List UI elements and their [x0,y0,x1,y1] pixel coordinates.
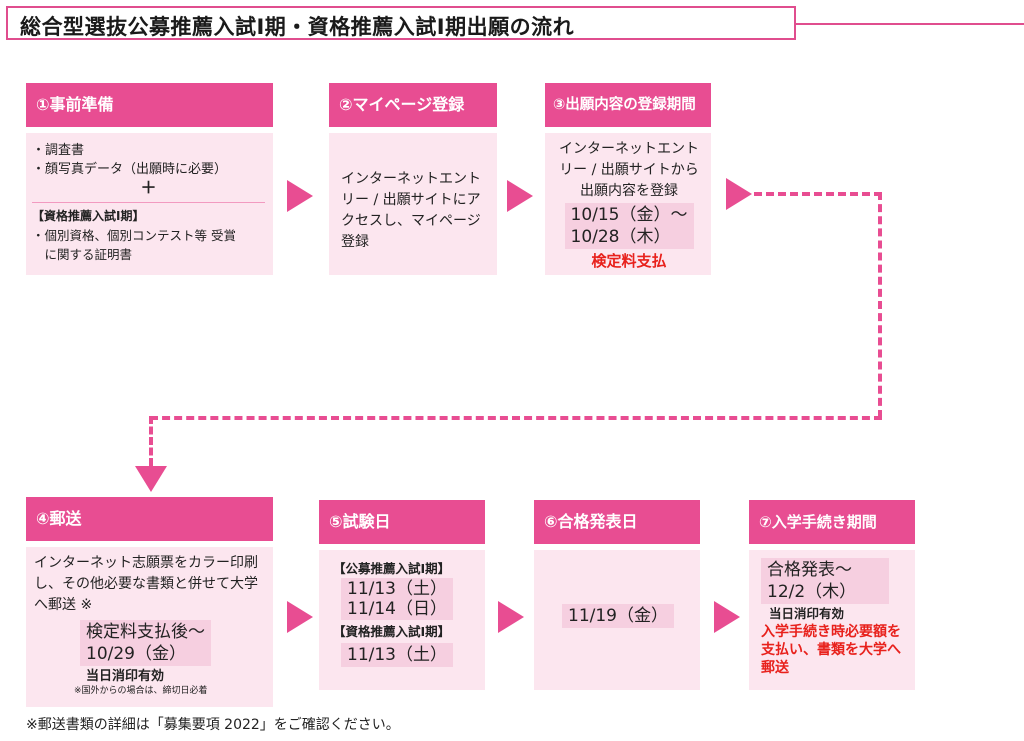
step-3-body: インターネットエントリー / 出願サイトから出願内容を登録 10/15（金）～ … [545,133,711,275]
enrollment-period: 合格発表～ 12/2（木） [761,558,889,604]
step-6-body: 11/19（金） [534,550,700,690]
step-3-registration: ③出願内容の登録期間 インターネットエントリー / 出願サイトから出願内容を登録… [545,83,711,275]
exam-dates-qualification: 11/13（土） [341,643,453,667]
step-2-mypage: ②マイページ登録 インターネットエントリー / 出願サイトにアクセスし、マイペー… [329,83,497,275]
exam-dates-general: 11/13（土） 11/14（日） [341,578,453,620]
exam-date: 11/13（土） [347,645,447,665]
connector-line [149,416,153,466]
step-5-body: 【公募推薦入試Ⅰ期】 11/13（土） 11/14（日） 【資格推薦入試Ⅰ期】 … [319,550,485,690]
step-1-item: ・調査書 [32,143,85,158]
right-arrow-icon [726,178,752,210]
date-end: 10/29（金） [86,644,186,664]
step-4-mailing: ④郵送 インターネット志願票をカラー印刷し、その他必要な書類と併せて大学へ郵送 … [26,497,273,707]
exam-date: 11/14（日） [347,599,447,619]
divider [32,202,265,203]
step-1-sub-heading: 【資格推薦入試Ⅰ期】 [32,209,145,223]
registration-period: 10/15（金）～ 10/28（木） [564,203,694,249]
date-start: 合格発表～ [767,560,852,580]
group-1-heading: 【公募推薦入試Ⅰ期】 [333,561,451,576]
step-3-header: ③出願内容の登録期間 [545,83,711,127]
step-1-item: ・顔写真データ（出願時に必要） [32,162,228,177]
connector-line [878,192,882,418]
step-2-body: インターネットエントリー / 出願サイトにアクセスし、マイページ登録 [329,133,497,275]
date-start: 10/15（金）～ [570,205,688,225]
overseas-note: ※国外からの場合は、締切日必着 [74,686,208,696]
date-end: 12/2（木） [767,582,857,602]
step-6-result: ⑥合格発表日 11/19（金） [534,500,700,690]
connector-line [150,416,882,420]
postmark-note: 当日消印有効 [769,606,845,621]
step-4-text: インターネット志願票をカラー印刷し、その他必要な書類と併せて大学へ郵送 ※ [34,555,258,613]
right-arrow-icon [287,180,313,212]
date-end: 10/28（木） [570,227,671,247]
right-arrow-icon [507,180,533,212]
down-arrow-icon [135,466,167,492]
right-arrow-icon [498,601,524,633]
step-1-body: ・調査書 ・顔写真データ（出願時に必要） ＋ 【資格推薦入試Ⅰ期】 ・個別資格、… [26,133,273,275]
postmark-note: 当日消印有効 [86,669,165,684]
step-2-header: ②マイページ登録 [329,83,497,127]
step-7-enrollment: ⑦入学手続き期間 合格発表～ 12/2（木） 当日消印有効 入学手続き時必要額を… [749,500,915,690]
right-arrow-icon [287,601,313,633]
step-5-exam-date: ⑤試験日 【公募推薦入試Ⅰ期】 11/13（土） 11/14（日） 【資格推薦入… [319,500,485,690]
title-rule [796,23,1024,25]
title-box: 総合型選抜公募推薦入試Ⅰ期・資格推薦入試Ⅰ期出願の流れ [6,6,796,40]
step-1-sub-item: に関する証明書 [32,247,133,262]
exam-date: 11/13（土） [347,579,447,599]
step-7-body: 合格発表～ 12/2（木） 当日消印有効 入学手続き時必要額を支払い、書類を大学… [749,550,915,690]
result-date: 11/19（金） [562,604,674,628]
step-1-header: ①事前準備 [26,83,273,127]
step-1-sub-item: ・個別資格、個別コンテスト等 受賞 [32,228,236,243]
enrollment-note: 入学手続き時必要額を支払い、書類を大学へ郵送 [761,624,901,676]
footer-note: ※郵送書類の詳細は「募集要項 2022」をご確認ください。 [26,717,400,733]
step-1-prep: ①事前準備 ・調査書 ・顔写真データ（出願時に必要） ＋ 【資格推薦入試Ⅰ期】 … [26,83,273,275]
step-4-body: インターネット志願票をカラー印刷し、その他必要な書類と併せて大学へ郵送 ※ 検定… [26,547,273,707]
right-arrow-icon [714,601,740,633]
group-2-heading: 【資格推薦入試Ⅰ期】 [333,624,451,639]
connector-line [754,192,882,196]
date-start: 検定料支払後～ [86,622,205,642]
step-2-text: インターネットエントリー / 出願サイトにアクセスし、マイページ登録 [341,171,481,250]
step-6-header: ⑥合格発表日 [534,500,700,544]
step-7-header: ⑦入学手続き期間 [749,500,915,544]
step-4-header: ④郵送 [26,497,273,541]
page-title: 総合型選抜公募推薦入試Ⅰ期・資格推薦入試Ⅰ期出願の流れ [20,15,575,39]
step-3-text: インターネットエントリー / 出願サイトから出願内容を登録 [559,141,699,199]
fee-payment-note: 検定料支払 [591,252,667,270]
mailing-deadline: 検定料支払後～ 10/29（金） [80,620,211,666]
plus-sign: ＋ [140,178,157,197]
step-5-header: ⑤試験日 [319,500,485,544]
